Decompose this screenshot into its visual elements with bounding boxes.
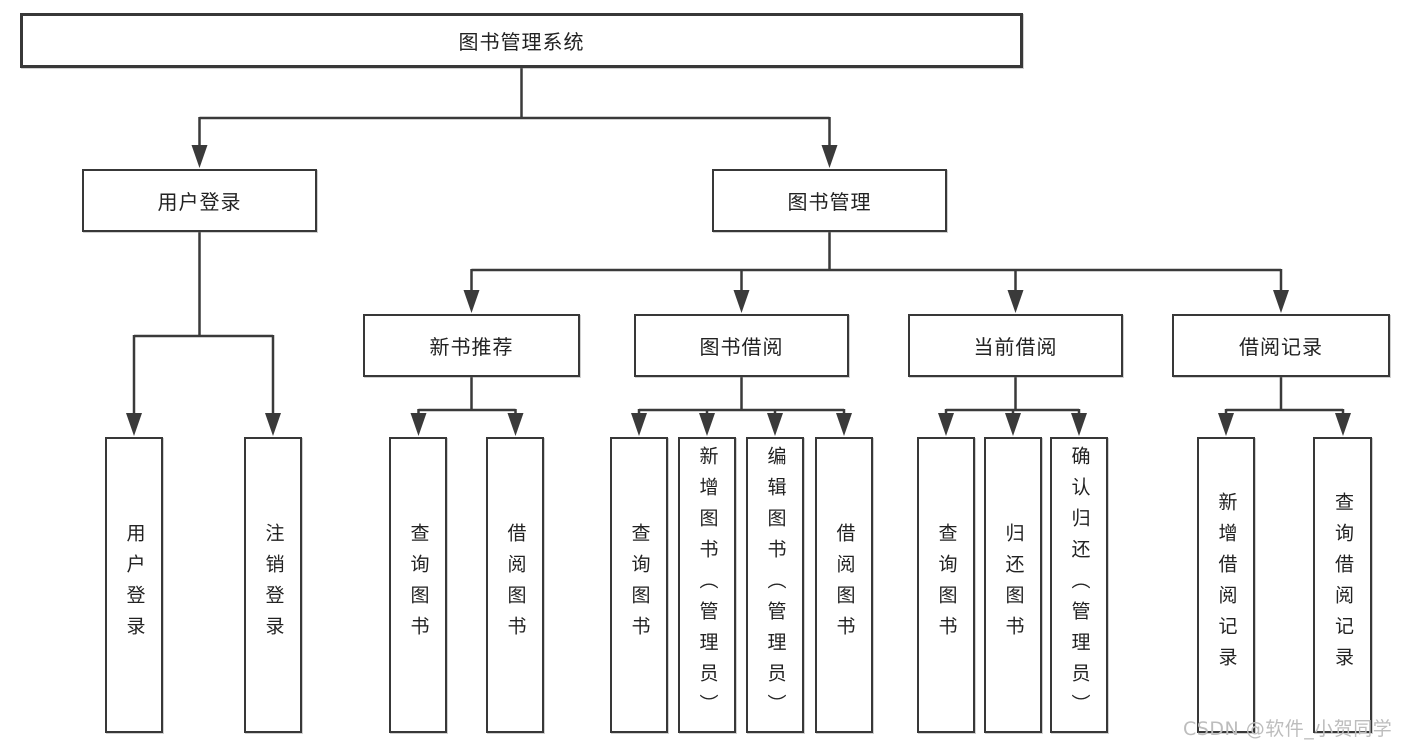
leaf-query-books-recommend: 查询图书 xyxy=(389,437,447,733)
leaf-query-books-current: 查询图书 xyxy=(917,437,975,733)
leaf-edit-book-admin: 编辑图书（管理员） xyxy=(746,437,804,733)
node-new-book-recommendation: 新书推荐 xyxy=(363,314,580,377)
leaf-add-borrow-record-label: 新增借阅记录 xyxy=(1215,492,1238,678)
leaf-borrow-books-borrowing-label: 借阅图书 xyxy=(833,523,856,647)
leaf-add-book-admin: 新增图书（管理员） xyxy=(678,437,736,733)
leaf-return-books: 归还图书 xyxy=(984,437,1042,733)
node-library-system-label: 图书管理系统 xyxy=(458,30,585,54)
leaf-query-books-current-label: 查询图书 xyxy=(935,523,958,647)
leaf-borrow-books-recommend: 借阅图书 xyxy=(486,437,544,733)
leaf-edit-book-admin-label: 编辑图书（管理员） xyxy=(764,445,787,725)
leaf-query-borrow-record: 查询借阅记录 xyxy=(1313,437,1372,733)
node-current-borrowing: 当前借阅 xyxy=(908,314,1123,377)
node-user-login: 用户登录 xyxy=(82,169,317,232)
node-user-login-label: 用户登录 xyxy=(157,190,242,214)
leaf-logout-login-label: 注销登录 xyxy=(262,523,285,647)
leaf-borrow-books-borrowing: 借阅图书 xyxy=(815,437,873,733)
csdn-watermark: CSDN @软件_小贺同学 xyxy=(1183,718,1393,740)
node-book-borrowing-label: 图书借阅 xyxy=(699,335,784,359)
node-book-management: 图书管理 xyxy=(712,169,947,232)
node-borrowing-records-label: 借阅记录 xyxy=(1239,335,1323,359)
leaf-logout-login: 注销登录 xyxy=(244,437,302,733)
node-current-borrowing-label: 当前借阅 xyxy=(973,335,1058,359)
leaf-query-borrow-record-label: 查询借阅记录 xyxy=(1332,492,1354,678)
leaf-query-books-recommend-label: 查询图书 xyxy=(407,523,430,647)
node-new-book-recommendation-label: 新书推荐 xyxy=(429,335,514,359)
leaf-add-book-admin-label: 新增图书（管理员） xyxy=(696,445,719,725)
leaf-user-login-label: 用户登录 xyxy=(123,523,146,647)
leaf-return-books-label: 归还图书 xyxy=(1002,523,1025,647)
leaf-borrow-books-recommend-label: 借阅图书 xyxy=(504,523,527,647)
leaf-add-borrow-record: 新增借阅记录 xyxy=(1197,437,1255,733)
leaf-user-login: 用户登录 xyxy=(105,437,163,733)
node-borrowing-records: 借阅记录 xyxy=(1172,314,1390,377)
leaf-query-books-borrowing-label: 查询图书 xyxy=(628,523,651,647)
node-library-system: 图书管理系统 xyxy=(20,13,1023,68)
leaf-confirm-return-admin: 确认归还（管理员） xyxy=(1050,437,1108,733)
node-book-management-label: 图书管理 xyxy=(787,190,872,214)
leaf-query-books-borrowing: 查询图书 xyxy=(610,437,668,733)
leaf-confirm-return-admin-label: 确认归还（管理员） xyxy=(1068,445,1091,725)
node-book-borrowing: 图书借阅 xyxy=(634,314,849,377)
